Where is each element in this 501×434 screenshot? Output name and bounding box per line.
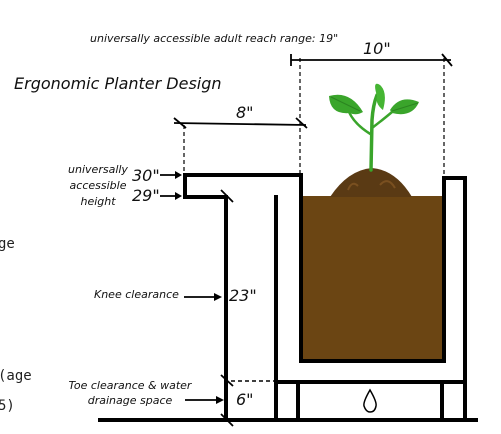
toe-value: 6"	[236, 390, 254, 409]
column-ticks	[220, 189, 234, 427]
soil	[303, 196, 442, 360]
height-30-label: 30"	[132, 166, 160, 185]
knee-value: 23"	[229, 286, 257, 305]
height-arrows	[160, 171, 182, 200]
width-label: 10"	[363, 39, 391, 58]
height-label-1: universally	[68, 163, 128, 176]
reach-range-label: universally accessible adult reach range…	[90, 32, 338, 45]
height-label-2: accessible	[70, 179, 127, 192]
cropped-text-3: 5)	[0, 398, 15, 414]
knee-arrow	[184, 293, 222, 301]
height-label-3: height	[80, 195, 116, 208]
ledge-label: 8"	[236, 103, 254, 122]
planter-outline	[98, 173, 478, 422]
knee-clearance-label: Knee clearance	[94, 288, 179, 301]
ledge-dimension	[173, 117, 308, 175]
width-dimension	[290, 53, 453, 178]
toe-arrow	[185, 396, 224, 404]
diagram-title: Ergonomic Planter Design	[14, 74, 222, 93]
seedling-icon	[329, 83, 419, 197]
toe-label-2: drainage space	[88, 394, 173, 407]
height-29-label: 29"	[132, 186, 160, 205]
cropped-text-2: (age	[0, 368, 32, 384]
toe-label-1: Toe clearance & water	[69, 379, 193, 392]
water-drop-icon	[363, 388, 377, 413]
cropped-text-1: ge	[0, 236, 15, 252]
